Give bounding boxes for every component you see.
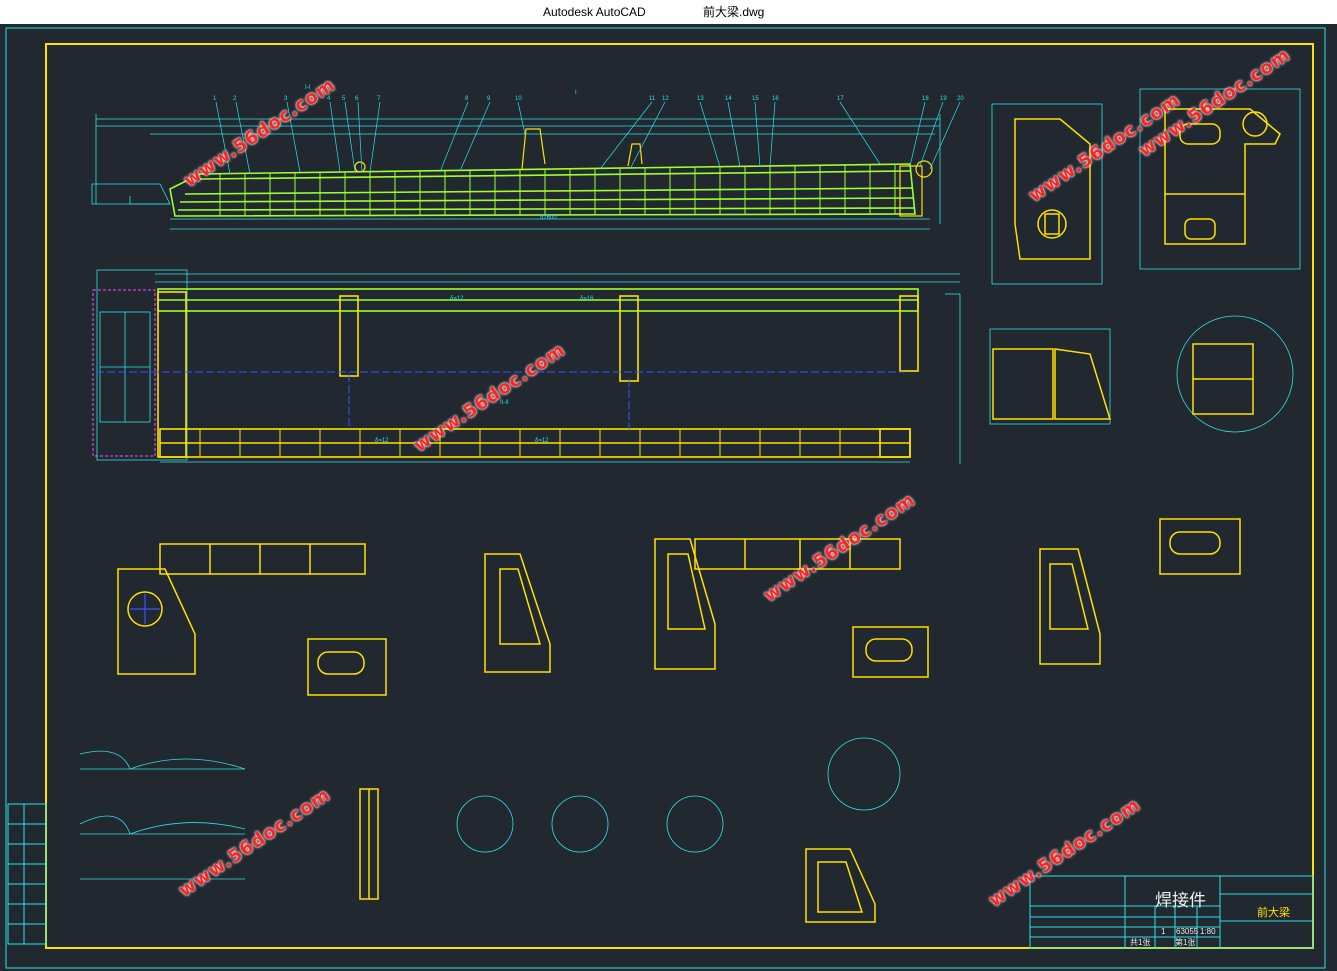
outer-border xyxy=(5,27,1326,969)
beam-ribs xyxy=(219,164,896,216)
svg-text:δ=16: δ=16 xyxy=(580,296,594,302)
section-detail-views xyxy=(117,518,1241,696)
drawing-frame xyxy=(45,43,1314,949)
title-block-quantity: 1 xyxy=(1161,927,1166,936)
svg-text:6: 6 xyxy=(355,96,359,102)
plan-view: δ=12 δ=16 δ=12 δ=12 II-II xyxy=(92,269,961,464)
end-section-views xyxy=(991,88,1301,285)
svg-text:4: 4 xyxy=(327,96,331,102)
svg-text:14: 14 xyxy=(725,96,732,102)
svg-text:18: 18 xyxy=(922,96,929,102)
svg-text:5: 5 xyxy=(342,96,346,102)
svg-text:8: 8 xyxy=(465,96,469,102)
svg-text:I: I xyxy=(575,90,577,96)
title-block-grid xyxy=(1029,875,1314,949)
svg-text:2: 2 xyxy=(233,96,237,102)
svg-text:II-II: II-II xyxy=(500,400,509,406)
title-block-part-name: 前大梁 xyxy=(1257,907,1290,919)
svg-text:3: 3 xyxy=(284,96,288,102)
svg-text:1: 1 xyxy=(213,96,217,102)
svg-text:15: 15 xyxy=(752,96,759,102)
svg-text:17: 17 xyxy=(837,96,844,102)
svg-text:δ=12: δ=12 xyxy=(450,296,464,302)
window-titlebar: Autodesk AutoCAD 前大梁.dwg xyxy=(0,0,1337,24)
svg-text:10: 10 xyxy=(515,96,522,102)
title-block-scale: 1:80 xyxy=(1200,927,1216,936)
svg-text:57600: 57600 xyxy=(540,215,557,221)
svg-text:13: 13 xyxy=(697,96,704,102)
svg-text:I-I: I-I xyxy=(305,85,311,91)
svg-text:19: 19 xyxy=(940,96,947,102)
svg-text:12: 12 xyxy=(662,96,669,102)
title-block-title: 焊接件 xyxy=(1155,891,1206,911)
svg-text:9: 9 xyxy=(487,96,491,102)
middle-right-sections xyxy=(989,315,1294,433)
revision-table xyxy=(7,803,47,945)
svg-text:20: 20 xyxy=(957,96,964,102)
svg-text:7: 7 xyxy=(377,96,381,102)
svg-text:δ=12: δ=12 xyxy=(375,438,389,444)
file-name: 前大梁.dwg xyxy=(703,5,765,19)
svg-text:δ=12: δ=12 xyxy=(535,438,549,444)
title-block-sheet-count: 共1张 xyxy=(1130,938,1151,947)
svg-text:16: 16 xyxy=(772,96,779,102)
app-name: Autodesk AutoCAD xyxy=(543,5,646,19)
title-block-weight: 63055 xyxy=(1176,927,1199,936)
title-block-sheet-no: 第1张 xyxy=(1175,938,1196,947)
svg-text:11: 11 xyxy=(649,96,656,102)
bottom-detail-views xyxy=(79,737,901,923)
